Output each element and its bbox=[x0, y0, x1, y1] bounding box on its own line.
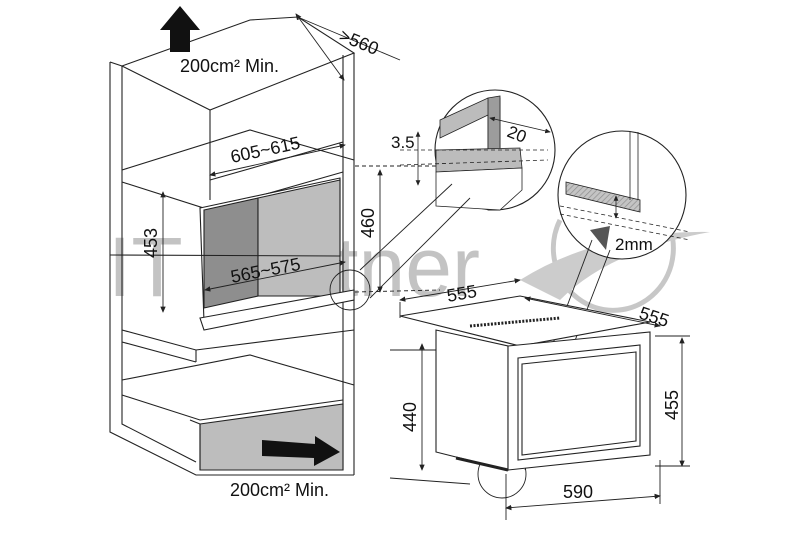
detail-leader-lines bbox=[329, 183, 471, 311]
gap-top-label: 3.5 bbox=[391, 133, 415, 152]
oven-drawing bbox=[399, 295, 651, 472]
oven-height-total-label: 455 bbox=[662, 390, 682, 420]
oven-width-front-label: 590 bbox=[563, 482, 593, 502]
oven-height-body-label: 440 bbox=[400, 402, 420, 432]
height-right-label: 460 bbox=[358, 208, 378, 238]
height-left-label: 453 bbox=[141, 228, 161, 258]
width-outer-label: 605~615 bbox=[229, 133, 302, 167]
oven-dimension-lines bbox=[389, 278, 690, 520]
vent-bottom-label: 200cm² Min. bbox=[230, 480, 329, 500]
gap-bottom-label: 2mm bbox=[615, 235, 653, 254]
vent-up-arrow bbox=[160, 6, 200, 52]
vent-in-arrow bbox=[262, 436, 340, 466]
oven-depth-top-label: 555 bbox=[637, 303, 672, 331]
detail-bottom-circle bbox=[557, 130, 691, 260]
cabinet-dimension-lines bbox=[160, 13, 441, 313]
detail-gap-circle bbox=[399, 89, 556, 211]
depth-min-label: >560 bbox=[337, 25, 382, 59]
vent-top-label: 200cm² Min. bbox=[180, 56, 279, 76]
